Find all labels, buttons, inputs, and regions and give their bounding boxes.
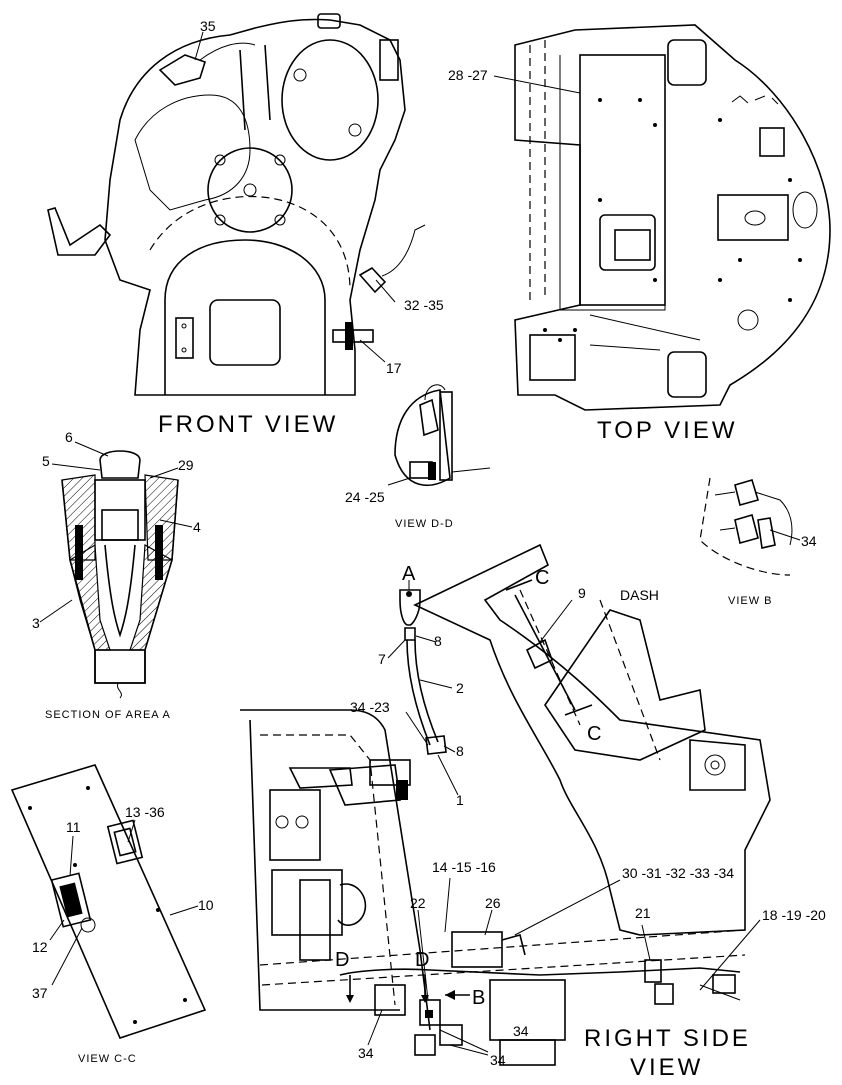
view-b-title: VIEW B	[728, 595, 773, 607]
callout-30-34: 30 -31 -32 -33 -34	[622, 865, 734, 881]
callout-C-top: C	[535, 567, 549, 589]
view-cc-title: VIEW C-C	[78, 1053, 137, 1065]
callout-2: 2	[456, 680, 464, 696]
callout-34-relay: 34	[513, 1023, 529, 1039]
callout-12: 12	[32, 939, 48, 955]
top-view-drawing	[514, 24, 831, 411]
callout-37: 37	[32, 985, 48, 1001]
top-view-title: TOP VIEW	[597, 417, 737, 444]
callout-32-35: 32 -35	[404, 297, 444, 313]
callout-34-lower-left: 34	[358, 1045, 374, 1061]
section-a-drawing	[61, 450, 179, 699]
callout-5: 5	[42, 453, 50, 469]
callout-17: 17	[386, 360, 402, 376]
callout-14-15-16: 14 -15 -16	[432, 859, 496, 875]
view-cc-drawing	[10, 764, 207, 1039]
right-side-view-drawing	[240, 543, 771, 1066]
callout-4: 4	[193, 519, 201, 535]
view-b-drawing	[699, 477, 793, 576]
front-view-title: FRONT VIEW	[158, 411, 338, 438]
dash-label: DASH	[620, 587, 659, 603]
callout-22: 22	[410, 895, 426, 911]
right-side-title-line1: RIGHT SIDE	[584, 1025, 751, 1052]
callout-11: 11	[66, 819, 81, 835]
callout-13-36: 13 -36	[125, 804, 165, 820]
callout-D-left: D	[335, 949, 349, 971]
front-view-drawing	[47, 13, 426, 396]
callout-24-25: 24 -25	[345, 489, 385, 505]
callout-C-bottom: C	[587, 723, 601, 745]
callout-21: 21	[635, 905, 651, 921]
callout-7: 7	[378, 651, 386, 667]
view-dd-title: VIEW D-D	[395, 518, 454, 530]
callout-B: B	[472, 987, 485, 1009]
callout-29: 29	[178, 457, 194, 473]
callout-8-bottom: 8	[456, 743, 464, 759]
callout-9: 9	[578, 585, 586, 601]
right-side-title-line2: VIEW	[630, 1054, 703, 1081]
callout-34-23: 34 -23	[350, 699, 390, 715]
callout-34-lower-right: 34	[490, 1052, 506, 1068]
callout-1: 1	[456, 792, 464, 808]
callout-34-view-b: 34	[801, 533, 817, 549]
section-a-title: SECTION OF AREA A	[45, 709, 171, 721]
callout-A: A	[402, 563, 416, 585]
view-dd-drawing	[394, 384, 491, 486]
callout-28-27: 28 -27	[448, 67, 488, 83]
callout-D-right: D	[415, 949, 429, 971]
callout-8-top: 8	[434, 633, 442, 649]
callout-3: 3	[32, 615, 40, 631]
callout-26: 26	[485, 895, 501, 911]
callout-35: 35	[200, 18, 216, 34]
callout-18-20: 18 -19 -20	[762, 907, 826, 923]
callout-6: 6	[65, 429, 73, 445]
callout-10: 10	[198, 897, 214, 913]
